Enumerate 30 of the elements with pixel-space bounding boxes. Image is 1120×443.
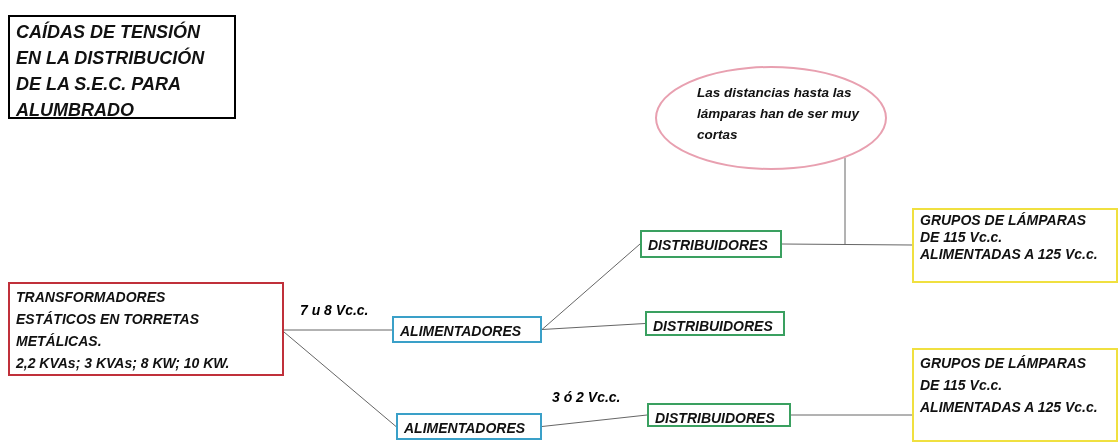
node-label: ALIMENTADORES [404, 419, 527, 438]
heading-label: CAÍDAS DE TENSIÓN EN LA DISTRIBUCIÓN DE LA S.E.C. PARA ALUMBRADO [16, 20, 206, 122]
heading-box [8, 15, 236, 119]
process-box [392, 316, 542, 343]
connector-line [541, 243, 641, 330]
note-text: Las distancias hasta las lámparas han de ser muy cortas [697, 84, 861, 144]
node-label: DISTRIBUIDORES [648, 236, 769, 255]
connector-line [844, 157, 846, 246]
process-box [640, 230, 782, 258]
node-label: 2,2 KVAs; 3 KVAs; 8 KW; 10 KW. [16, 354, 231, 373]
connector-line [541, 414, 648, 427]
connector-line [541, 323, 646, 330]
node-label: DISTRIBUIDORES [653, 317, 774, 336]
connector-line [781, 243, 913, 246]
process-box [645, 311, 785, 336]
node-label: TRANSFORMADORES ESTÁTICOS EN TORRETAS METÁLICAS. [16, 288, 201, 351]
node-label: DISTRIBUIDORES [655, 409, 776, 428]
node-label: ALIMENTADORES [400, 322, 523, 341]
connector-line [283, 329, 393, 331]
process-box [647, 403, 791, 427]
connector-line [283, 331, 397, 427]
edge-label: 3 ó 2 Vc.c. [550, 389, 623, 405]
edge-label: 7 u 8 Vc.c. [298, 302, 371, 318]
process-box [8, 282, 284, 376]
process-box [912, 208, 1118, 283]
node-label: GRUPOS DE LÁMPARAS DE 115 Vc.c. ALIMENTADAS A 125 Vc.c. [920, 354, 1099, 417]
node-label: GRUPOS DE LÁMPARAS DE 115 Vc.c. ALIMENTADAS A 125 Vc.c. [920, 212, 1099, 263]
connector-line [790, 414, 913, 416]
process-box [912, 348, 1118, 442]
process-box [396, 413, 542, 440]
